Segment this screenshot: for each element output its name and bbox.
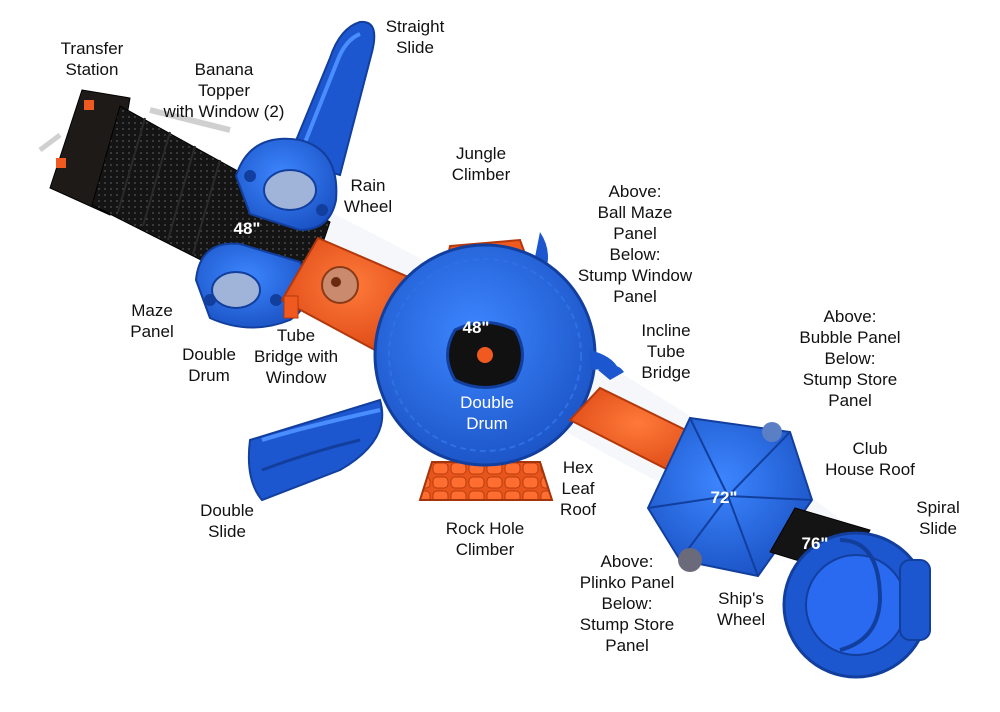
label-line: Incline bbox=[641, 321, 691, 340]
label-line: Club bbox=[852, 439, 888, 458]
spiral-deck-height: 76" bbox=[801, 534, 829, 553]
label-line: Slide bbox=[919, 519, 957, 538]
label-line: Rain bbox=[350, 176, 386, 195]
label-line: Slide bbox=[208, 522, 246, 541]
label-line: Drum bbox=[188, 366, 230, 385]
label-ships-wheel: Ship's Wheel bbox=[717, 588, 765, 630]
label-double-drum-left: Double Drum bbox=[182, 344, 236, 386]
label-line: Below: bbox=[824, 349, 876, 368]
label-line: Rock Hole bbox=[445, 519, 525, 538]
label-line: Tube bbox=[276, 326, 316, 345]
label-line: House Roof bbox=[825, 460, 915, 479]
label-line: Wheel bbox=[343, 197, 393, 216]
label-line: Stump Store bbox=[579, 615, 675, 634]
label-line: Bubble Panel bbox=[799, 328, 901, 347]
label-banana-topper: Banana Topper with Window (2) bbox=[164, 59, 285, 122]
deck-height-left: 48" bbox=[233, 219, 261, 238]
label-line: Bridge bbox=[641, 363, 691, 382]
label-line: Topper bbox=[198, 81, 250, 100]
center-drum-line-2: Drum bbox=[466, 414, 508, 433]
label-maze-panel: Maze Panel bbox=[130, 300, 173, 342]
label-line: Slide bbox=[396, 38, 434, 57]
label-line: Stump Store bbox=[802, 370, 898, 389]
label-line: Ship's bbox=[718, 589, 764, 608]
label-rain-wheel: Rain Wheel bbox=[344, 175, 392, 217]
center-drum-line-1: Double bbox=[460, 393, 514, 412]
label-line: Roof bbox=[560, 500, 596, 519]
label-line: Panel bbox=[130, 322, 174, 341]
label-line: Plinko Panel bbox=[579, 573, 675, 592]
label-line: Banana bbox=[194, 60, 254, 79]
label-line: Panel bbox=[613, 287, 657, 306]
label-line: Tube bbox=[646, 342, 686, 361]
drum-height: 48" bbox=[462, 318, 490, 337]
label-line: Below: bbox=[601, 594, 653, 613]
label-line: Double bbox=[200, 501, 254, 520]
label-line: Transfer bbox=[60, 39, 124, 58]
label-line: Double bbox=[182, 345, 236, 364]
label-line: Wheel bbox=[716, 610, 766, 629]
label-line: Panel bbox=[605, 636, 649, 655]
label-line: with Window (2) bbox=[163, 102, 285, 121]
label-tube-bridge: Tube Bridge with Window bbox=[254, 325, 338, 388]
label-incline-tube: Incline Tube Bridge bbox=[641, 320, 690, 383]
label-line: Spiral bbox=[916, 498, 960, 517]
spiral-slide-shape bbox=[769, 507, 931, 679]
label-line: Straight bbox=[385, 17, 445, 36]
rock-hole-climber-shape bbox=[418, 461, 554, 501]
straight-slide-shape bbox=[286, 20, 376, 177]
clubhouse-height: 72" bbox=[710, 488, 738, 507]
label-straight-slide: Straight Slide bbox=[386, 16, 445, 58]
label-line: Jungle bbox=[455, 144, 507, 163]
label-line: Panel bbox=[613, 224, 657, 243]
label-rock-hole: Rock Hole Climber bbox=[446, 518, 524, 560]
label-line: Above: bbox=[823, 307, 877, 326]
label-bubble-panel: Above: Bubble Panel Below: Stump Store P… bbox=[799, 306, 900, 411]
club-house-roof-shape bbox=[646, 416, 814, 578]
label-line: Stump Window bbox=[577, 266, 693, 285]
label-hex-leaf: Hex Leaf Roof bbox=[560, 457, 596, 520]
label-club-house: Club House Roof bbox=[825, 438, 915, 480]
banana-topper-top bbox=[234, 137, 338, 232]
double-slide-shape bbox=[247, 398, 384, 502]
label-line: Ball Maze bbox=[597, 203, 673, 222]
center-drum-shape bbox=[373, 243, 618, 467]
label-plinko: Above: Plinko Panel Below: Stump Store P… bbox=[580, 551, 675, 656]
center-drum-label: Double Drum bbox=[460, 392, 514, 434]
label-line: Climber bbox=[455, 540, 515, 559]
label-line: Panel bbox=[828, 391, 872, 410]
label-line: Above: bbox=[600, 552, 654, 571]
hex-leaf-roof-shape bbox=[598, 365, 624, 380]
label-line: Window bbox=[265, 368, 327, 387]
label-transfer-station: Transfer Station bbox=[61, 38, 124, 80]
label-double-slide: Double Slide bbox=[200, 500, 254, 542]
label-line: Maze bbox=[131, 301, 173, 320]
label-line: Below: bbox=[609, 245, 661, 264]
label-line: Above: bbox=[608, 182, 662, 201]
label-ball-maze: Above: Ball Maze Panel Below: Stump Wind… bbox=[578, 181, 692, 307]
label-spiral-slide: Spiral Slide bbox=[916, 497, 959, 539]
label-jungle-climber: Jungle Climber bbox=[452, 143, 511, 185]
label-line: Climber bbox=[451, 165, 511, 184]
label-line: Leaf bbox=[561, 479, 595, 498]
label-line: Hex bbox=[562, 458, 594, 477]
label-line: Bridge with bbox=[253, 347, 339, 366]
label-line: Station bbox=[65, 60, 119, 79]
